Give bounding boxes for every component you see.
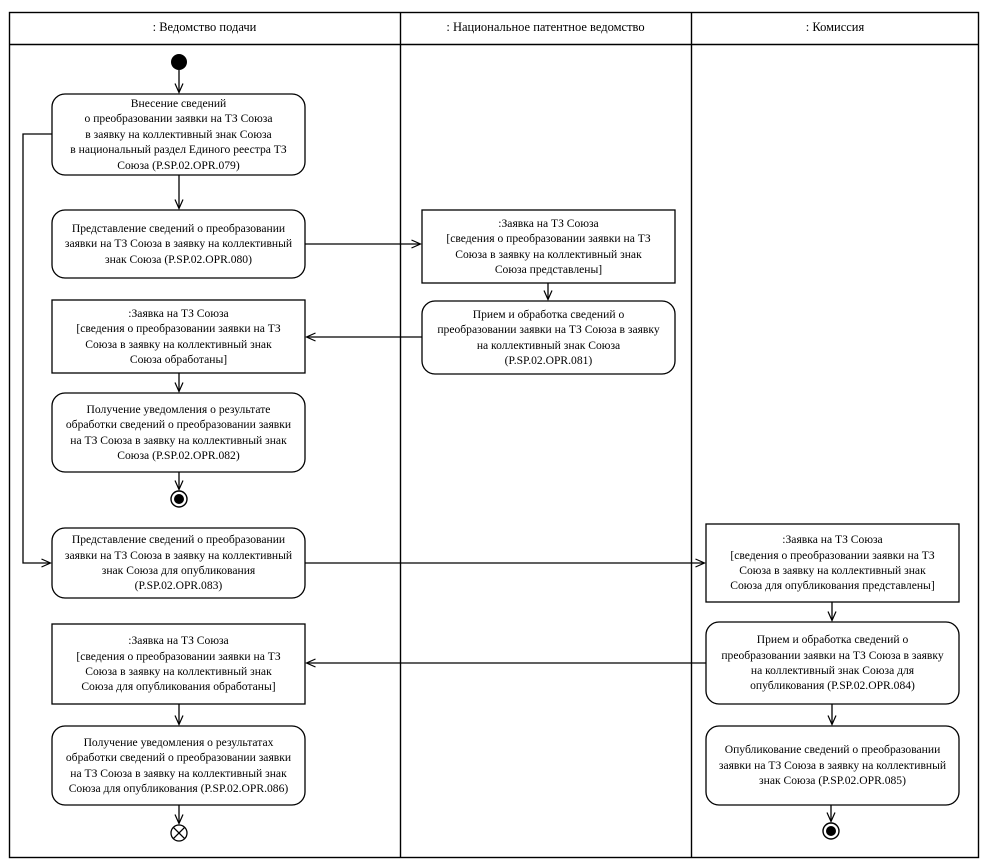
activity-node-083[interactable]: Представление сведений о преобразовании … <box>64 533 293 593</box>
activity-node-085[interactable]: Опубликование сведений о преобразовании … <box>718 743 947 788</box>
lane-title-filing-office: : Ведомство подачи <box>152 20 257 34</box>
final-node-1-shape <box>170 490 188 508</box>
lane-title-commission: : Комиссия <box>805 20 865 34</box>
activity-node-079[interactable]: Внесение сведений о преобразовании заявк… <box>70 96 287 172</box>
object-node-application-submitted[interactable]: :Заявка на ТЗ Союза [сведения о преобраз… <box>446 216 651 276</box>
swimlane-frame <box>8 11 980 859</box>
activity-node-086[interactable]: Получение уведомления о результатах обра… <box>65 735 292 795</box>
lane-title-national-patent-office: : Национальное патентное ведомство <box>446 20 645 34</box>
final-node-2[interactable] <box>823 823 839 839</box>
object-node-publication-submitted[interactable]: :Заявка на ТЗ Союза [сведения о преобраз… <box>730 533 935 593</box>
start-node-shape <box>171 54 187 70</box>
flow-final-node-shape <box>170 824 188 842</box>
object-node-application-processed[interactable]: :Заявка на ТЗ Союза [сведения о преобраз… <box>76 306 281 366</box>
object-node-publication-processed[interactable]: :Заявка на ТЗ Союза [сведения о преобраз… <box>76 634 281 694</box>
object-shapes <box>51 209 960 705</box>
final-node-2-shape <box>822 822 840 840</box>
edge-079-to-083 <box>22 133 52 568</box>
start-node[interactable] <box>171 54 187 70</box>
activity-node-082[interactable]: Получение уведомления о результате обраб… <box>65 402 292 462</box>
activity-node-080[interactable]: Представление сведений о преобразовании … <box>64 221 293 266</box>
edge-layer <box>22 70 837 825</box>
final-node-1[interactable] <box>171 491 187 507</box>
flow-final-node[interactable] <box>171 825 187 841</box>
activity-node-084[interactable]: Прием и обработка сведений о преобразова… <box>721 633 944 693</box>
activity-node-081[interactable]: Прием и обработка сведений о преобразова… <box>437 307 660 367</box>
